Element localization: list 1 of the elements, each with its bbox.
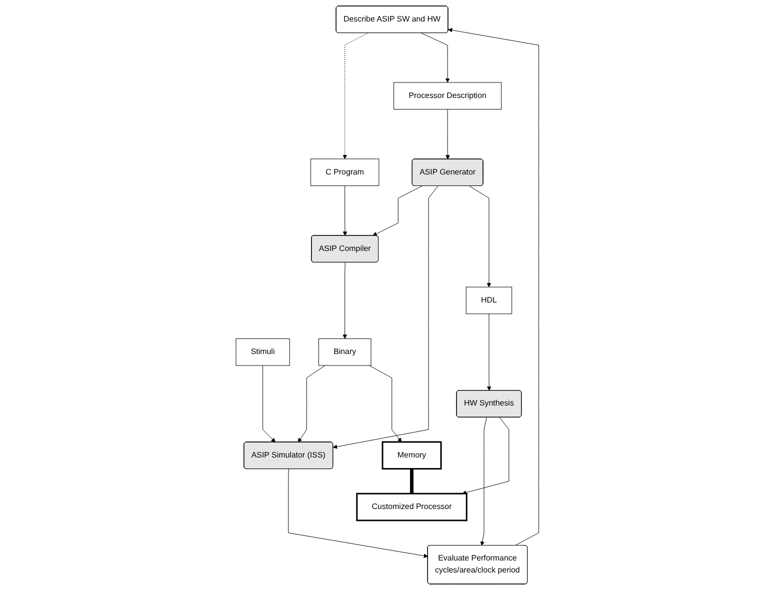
connector xyxy=(410,468,414,494)
